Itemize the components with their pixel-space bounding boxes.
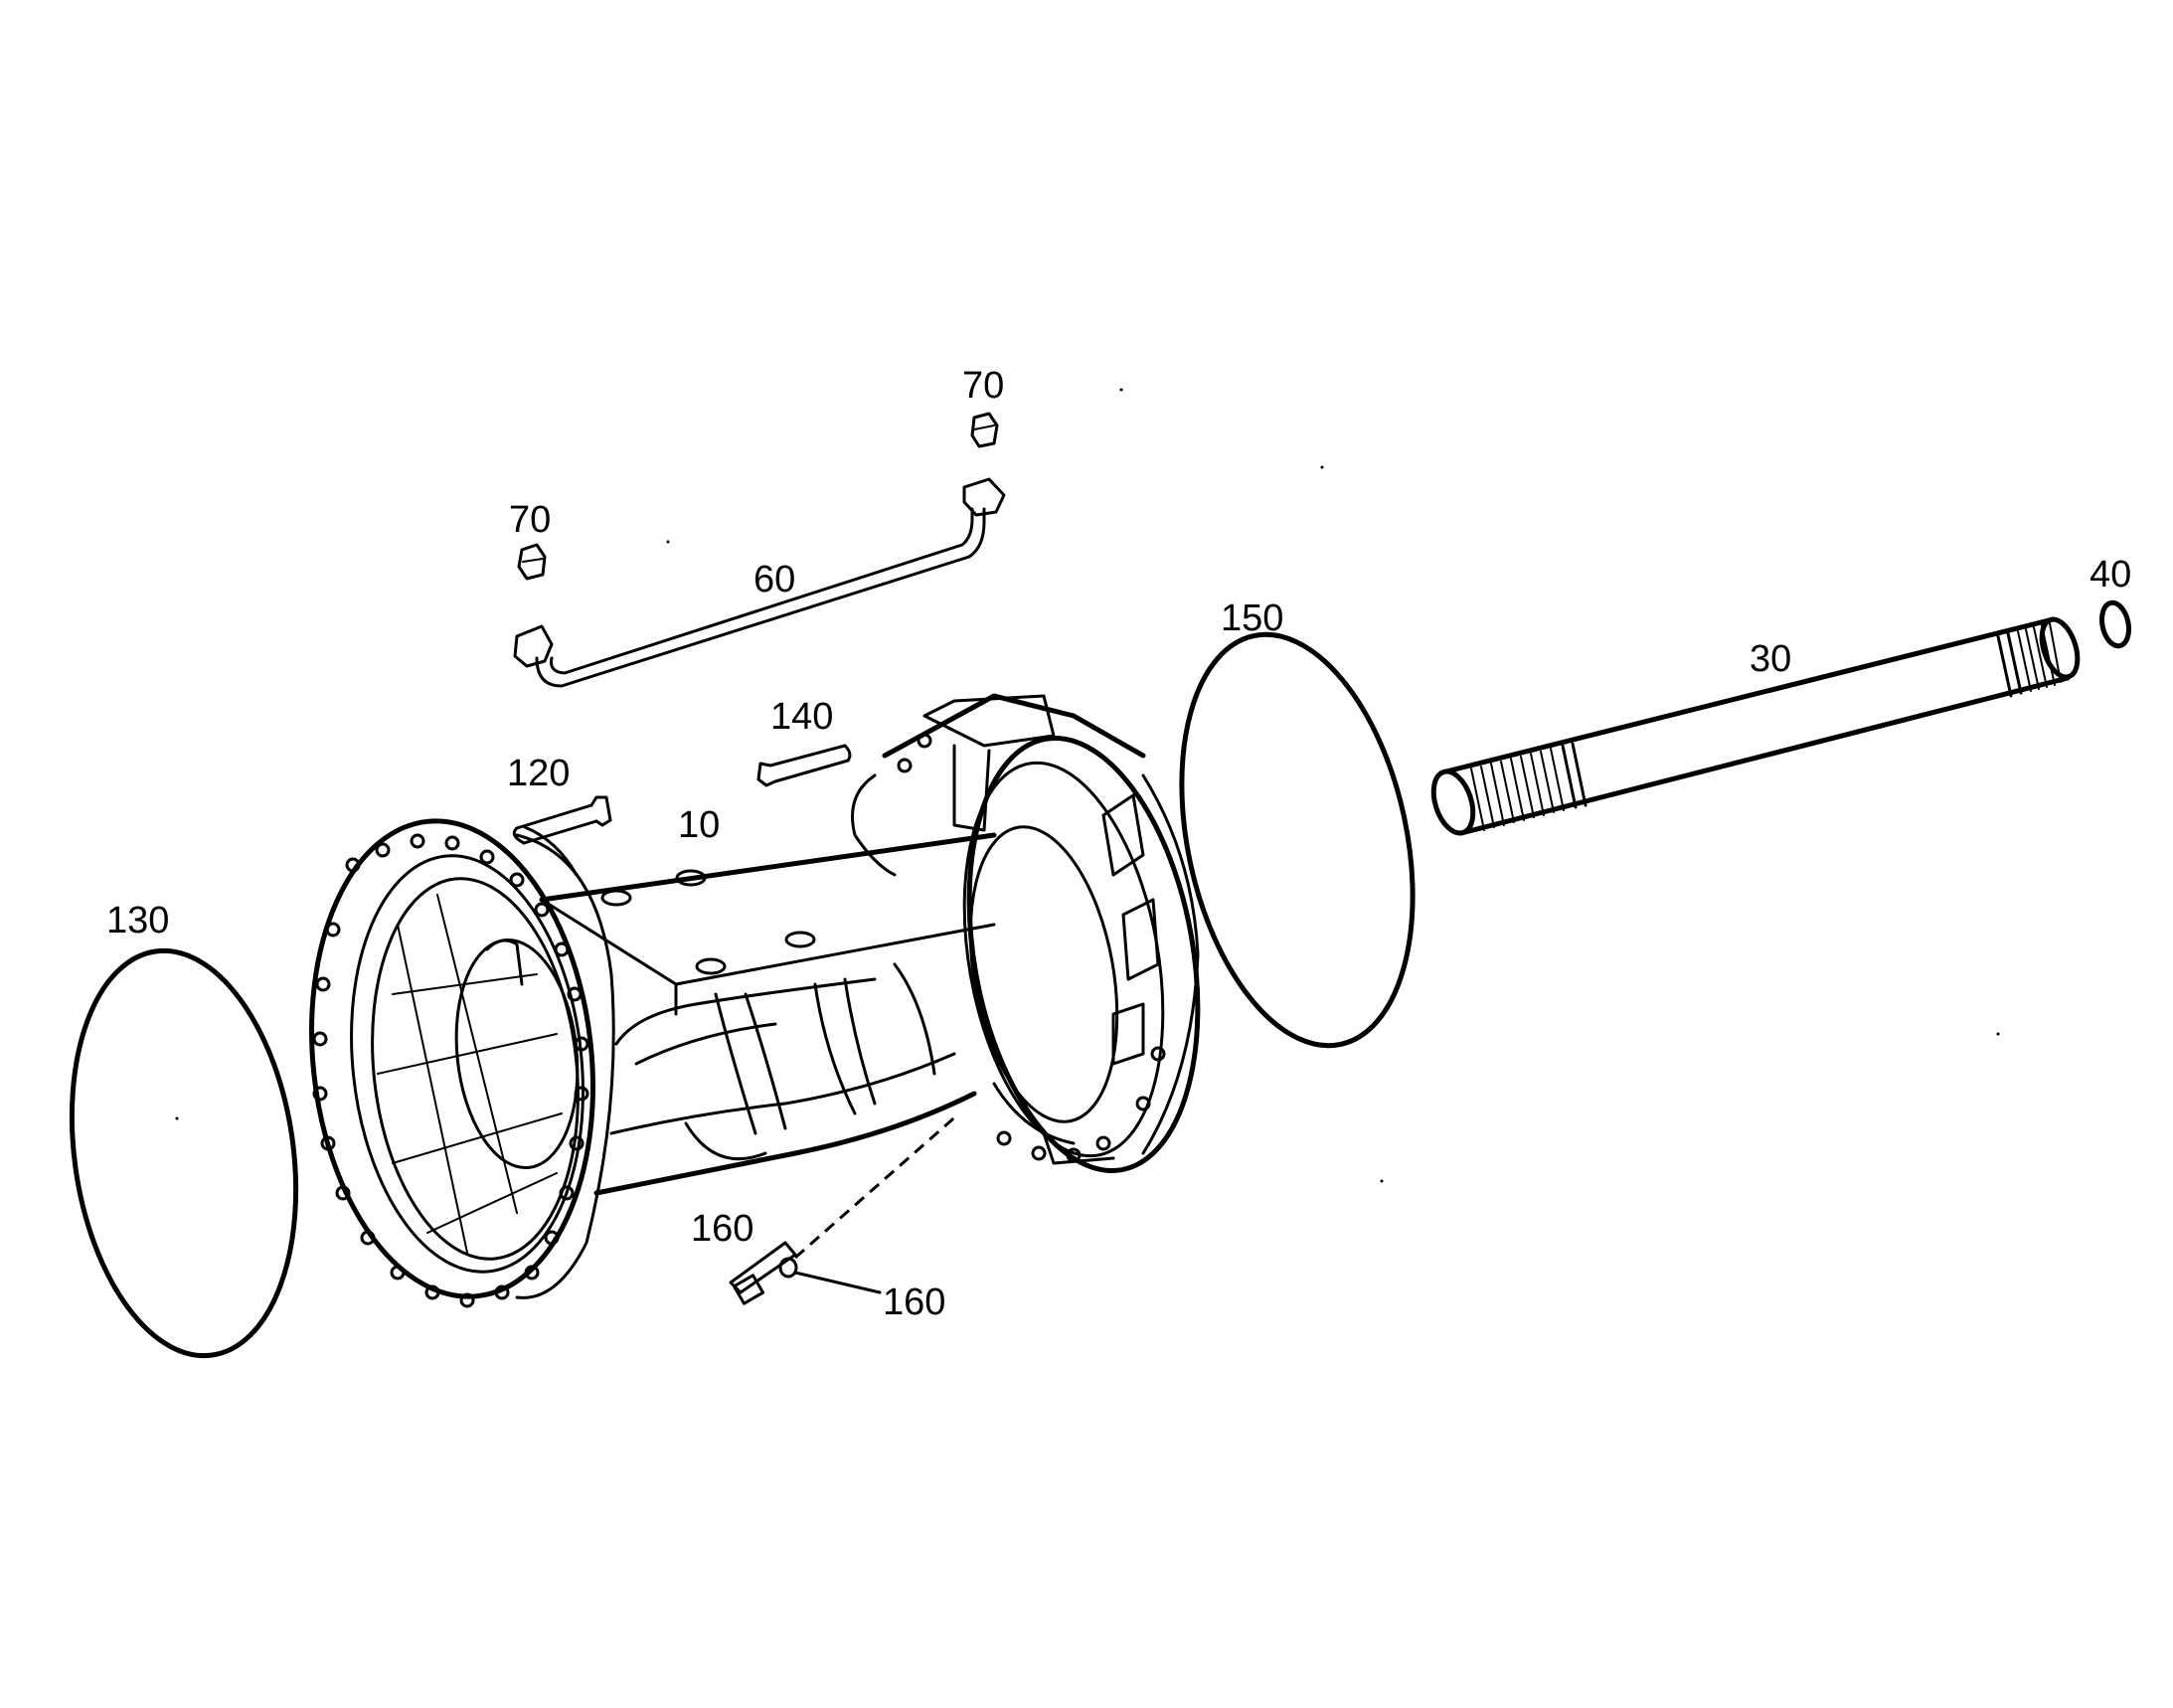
callout-60: 60 xyxy=(753,559,795,600)
plug-160 xyxy=(729,1241,882,1305)
callout-150: 150 xyxy=(1221,598,1283,639)
callout-130: 130 xyxy=(106,900,169,941)
o-ring-150 xyxy=(1179,631,1416,1049)
callout-160-right: 160 xyxy=(883,1281,945,1323)
shaft-spline-right xyxy=(1996,622,2062,698)
callout-40: 40 xyxy=(2089,554,2131,596)
callout-10: 10 xyxy=(678,804,720,846)
callout-160-left: 160 xyxy=(691,1208,753,1250)
callout-30: 30 xyxy=(1750,638,1791,680)
shaft-30 xyxy=(1430,616,2081,836)
axle-housing-10 xyxy=(309,693,1201,1308)
fitting-70-left xyxy=(517,543,547,581)
callout-120: 120 xyxy=(507,753,570,794)
assembly-line xyxy=(794,1111,960,1260)
callout-140: 140 xyxy=(770,696,833,738)
o-ring-130 xyxy=(69,947,299,1359)
screw-140 xyxy=(756,744,852,787)
shaft-spline-left xyxy=(1470,748,1565,831)
flange-bolt-holes xyxy=(312,833,589,1308)
callout-70-right: 70 xyxy=(962,365,1004,407)
callout-70-left: 70 xyxy=(509,499,551,541)
snap-ring-40 xyxy=(2098,599,2132,649)
screw-120 xyxy=(512,795,612,845)
pipe-60 xyxy=(513,477,1006,688)
fitting-70-right xyxy=(970,412,999,448)
